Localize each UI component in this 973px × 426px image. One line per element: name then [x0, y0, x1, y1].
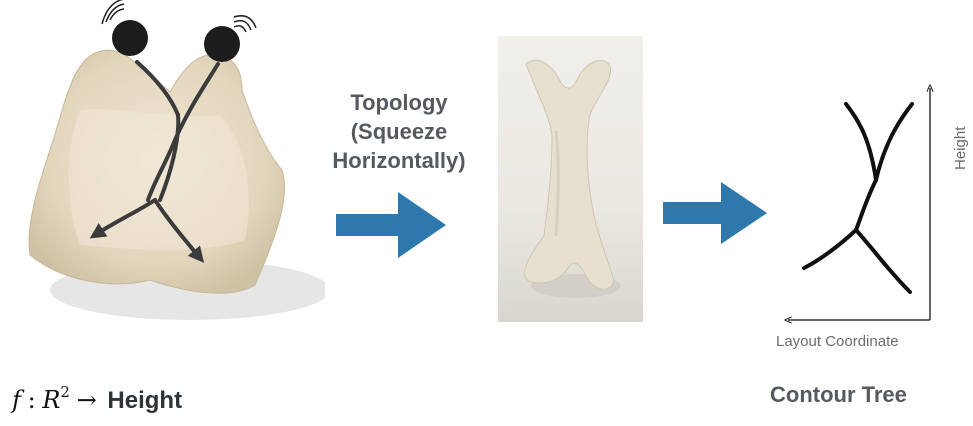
- formula-domain: R: [42, 386, 60, 414]
- layout-coordinate-axis-label: Layout Coordinate: [776, 333, 966, 350]
- right-arrow-icon: [663, 182, 767, 244]
- topology-label-line1: Topology: [300, 88, 498, 117]
- squeezed-clay-photo: [498, 36, 643, 322]
- contour-tree-edges: [804, 104, 912, 292]
- clay-surface-illustration: [20, 0, 325, 330]
- contour-tree-title: Contour Tree: [770, 382, 960, 408]
- height-function-formula: f : R2 → Height: [12, 383, 182, 415]
- vibration-marks-left: [102, 0, 124, 24]
- topology-label-line2: (Squeeze: [300, 117, 498, 146]
- topology-label-line3: Horizontally): [300, 146, 498, 175]
- squeezed-clay-shape: [498, 36, 643, 322]
- left-peak-knob: [112, 20, 148, 56]
- formula-exponent: 2: [60, 383, 70, 401]
- right-peak-knob: [204, 26, 240, 62]
- contour-tree-diagram: [770, 80, 973, 342]
- formula-colon: :: [28, 386, 36, 414]
- formula-arrow: →: [77, 386, 97, 414]
- height-axis-label: Height: [952, 118, 972, 178]
- formula-codomain: Height: [107, 387, 182, 414]
- right-arrow-icon: [336, 192, 446, 258]
- topology-label: Topology (Squeeze Horizontally): [300, 88, 498, 175]
- vibration-marks-right: [234, 16, 256, 32]
- formula-function: f: [12, 386, 21, 414]
